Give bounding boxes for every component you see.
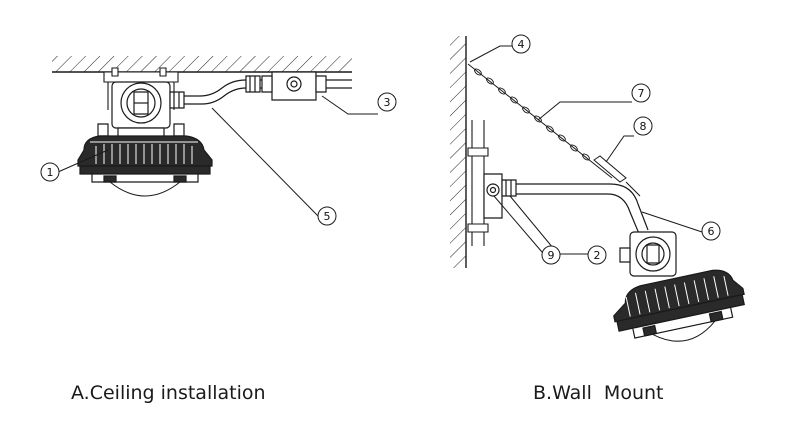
ceiling-junction-box [112,82,184,128]
wall [450,36,466,268]
callout-5: 5 [212,108,336,225]
wall-luminaire-neck [620,232,676,276]
ceiling-slab [52,56,352,72]
wall-mount-figure: 4 7 8 6 2 9 [450,35,751,354]
callout-2-number: 2 [594,249,601,262]
ceiling-conduit [184,76,262,104]
ceiling-installation-figure: 1 5 3 [41,56,396,225]
callout-4: 4 [470,35,530,62]
ceiling-branch-box [262,72,352,100]
callout-9-number: 9 [548,249,555,262]
callout-6: 6 [642,212,720,240]
wall-junction-box [484,174,516,218]
callout-3-number: 3 [384,96,391,109]
callout-1: 1 [41,150,108,181]
callout-4-number: 4 [518,38,525,51]
callout-7-number: 7 [638,87,645,100]
ceiling-caption: A.Ceiling installation [71,382,266,404]
wall-arm-conduit [516,184,648,236]
callout-6-number: 6 [708,225,715,238]
callout-3: 3 [322,93,396,114]
wall-caption: B.Wall Mount [533,382,664,404]
wall-luminaire [609,265,751,354]
support-chain [468,64,640,196]
callout-9: 9 [494,196,560,264]
callout-7: 7 [538,84,650,120]
callout-8-number: 8 [640,120,647,133]
callout-8: 8 [606,117,652,162]
callout-1-number: 1 [47,166,54,179]
ceiling-luminaire [78,136,212,196]
callout-5-number: 5 [324,210,331,223]
